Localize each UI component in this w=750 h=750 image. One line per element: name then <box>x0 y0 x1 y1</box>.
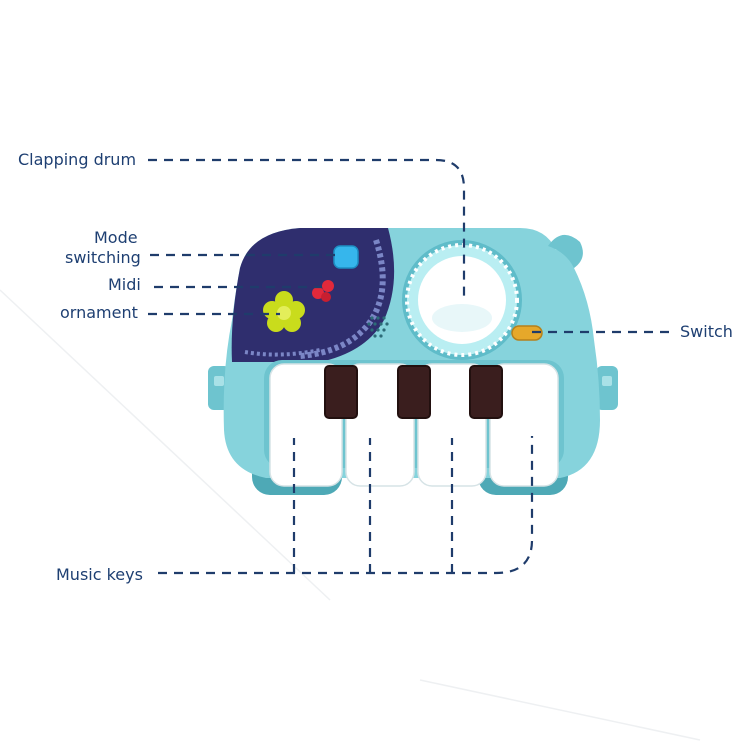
label-switch: Switch <box>680 322 733 341</box>
black-key-2[interactable] <box>397 365 431 419</box>
panel-lace-decoration <box>244 348 321 357</box>
mode-switching-button[interactable] <box>333 245 359 269</box>
label-clapping-drum: Clapping drum <box>18 150 137 169</box>
midi-notes-icon[interactable] <box>312 280 334 302</box>
ear-bump <box>548 234 583 268</box>
black-key-1[interactable] <box>324 365 358 419</box>
background-line <box>0 289 331 601</box>
label-music-keys: Music keys <box>56 565 143 584</box>
leader-line-clapping-drum <box>148 158 466 300</box>
left-clip-hole <box>214 376 224 386</box>
label-mode-switching-line1: Mode <box>94 228 138 247</box>
label-mode-switching-line2: switching <box>65 248 141 267</box>
panel-lace-decoration <box>299 239 386 359</box>
speaker-grille-icon <box>367 316 389 338</box>
leader-lines <box>148 158 672 575</box>
right-clip <box>596 366 618 410</box>
leader-line-music-keys <box>158 436 534 575</box>
white-key-4[interactable] <box>489 363 559 487</box>
label-midi: Midi <box>108 275 141 294</box>
black-key-3[interactable] <box>469 365 503 419</box>
right-clip-hole <box>602 376 612 386</box>
background-line <box>419 679 701 741</box>
label-ornament: ornament <box>60 303 138 322</box>
power-switch[interactable] <box>511 325 543 341</box>
black-keys <box>324 365 503 419</box>
clapping-drum[interactable] <box>402 240 522 360</box>
toy-piano <box>208 228 618 495</box>
